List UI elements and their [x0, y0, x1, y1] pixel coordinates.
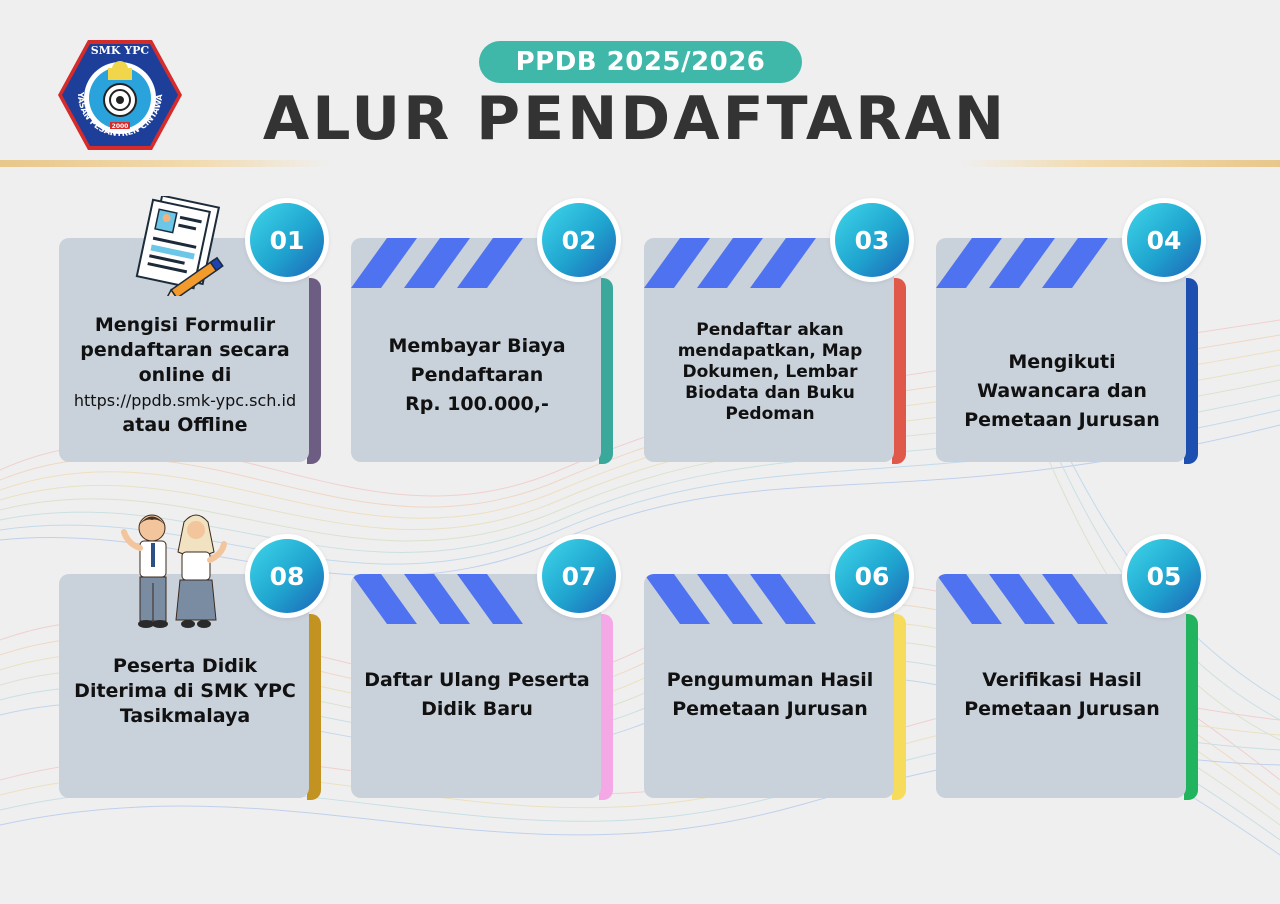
step-number: 07: [542, 539, 616, 613]
step-text-line: Biodata dan Buku: [685, 383, 855, 403]
step-text-line: online di: [138, 364, 232, 386]
step-text-line: Dokumen, Lembar: [682, 362, 858, 382]
step-text-line: Mengikuti: [1008, 351, 1116, 373]
step-text-line: Membayar Biaya: [388, 335, 566, 357]
chevron-left-arrows-icon: [644, 574, 816, 624]
step-number-badge: 03: [830, 198, 914, 282]
step-number-badge: 01: [245, 198, 329, 282]
step-text-line: atau Offline: [122, 414, 248, 436]
step-number: 05: [1127, 539, 1201, 613]
step-text-line: Tasikmalaya: [119, 705, 251, 727]
step-number-badge: 02: [537, 198, 621, 282]
page-title: ALUR PENDAFTARAN: [262, 84, 1008, 154]
step-number-badge: 07: [537, 534, 621, 618]
form-document-icon: [135, 196, 224, 296]
chevron-left-arrows-icon: [351, 574, 523, 624]
step-text-line: Rp. 100.000,-: [405, 393, 549, 415]
logo-top-text: SMK YPC: [91, 44, 150, 57]
logo-year: 2000: [112, 123, 129, 130]
step-number: 03: [835, 203, 909, 277]
step-text-line: Daftar Ulang Peserta: [364, 669, 590, 691]
step-number: 01: [250, 203, 324, 277]
step-number: 06: [835, 539, 909, 613]
decorative-stripe-right: [960, 160, 1280, 167]
step-number-badge: 08: [245, 534, 329, 618]
chevron-right-arrows-icon: [936, 238, 1108, 288]
decorative-stripe-left: [0, 160, 330, 167]
card-accent-bar: [1184, 278, 1198, 464]
card-accent-bar: [307, 278, 321, 464]
step-text-line: Pemetaan Jurusan: [672, 698, 868, 720]
card-accent-bar: [892, 278, 906, 464]
step-number: 02: [542, 203, 616, 277]
card-accent-bar: [599, 614, 613, 800]
step-text-line: Verifikasi Hasil: [982, 669, 1142, 691]
students-illustration: [121, 514, 227, 628]
step-text-line: Pemetaan Jurusan: [964, 409, 1160, 431]
card-accent-bar: [1184, 614, 1198, 800]
step-text-line: Pendaftaran: [410, 364, 544, 386]
step-description: Mengisi Formulir pendaftaran secara online…: [67, 313, 303, 438]
chevron-right-arrows-icon: [644, 238, 816, 288]
step-text-line: mendapatkan, Map: [677, 341, 863, 361]
step-number: 04: [1127, 203, 1201, 277]
step-text-line: Peserta Didik: [113, 655, 257, 677]
step-text-line: Mengisi Formulir: [94, 314, 276, 336]
step-text-line: pendaftaran secara: [80, 339, 290, 361]
step-text-line: Didik Baru: [421, 698, 533, 720]
step-text-line: Pengumuman Hasil: [666, 669, 874, 691]
card-accent-bar: [307, 614, 321, 800]
card-accent-bar: [892, 614, 906, 800]
chevron-left-arrows-icon: [936, 574, 1108, 624]
step-text-line: Pendaftar akan: [696, 320, 844, 340]
period-badge: PPDB 2025/2026: [479, 41, 802, 83]
card-accent-bar: [599, 278, 613, 464]
smk-ypc-logo: 2000 SMK YPC YAYASAN PESANTREN CINTAWANA: [56, 38, 182, 150]
step-text-line: Wawancara dan: [977, 380, 1147, 402]
step-number: 08: [250, 539, 324, 613]
step-text-line: Pemetaan Jurusan: [964, 698, 1160, 720]
chevron-right-arrows-icon: [351, 238, 523, 288]
step-number-badge: 05: [1122, 534, 1206, 618]
step-number-badge: 04: [1122, 198, 1206, 282]
step-text-line: Diterima di SMK YPC: [74, 680, 296, 702]
registration-url-link[interactable]: https://ppdb.smk-ypc.sch.id: [73, 391, 297, 410]
step-text-line: Pedoman: [725, 404, 815, 424]
step-number-badge: 06: [830, 534, 914, 618]
